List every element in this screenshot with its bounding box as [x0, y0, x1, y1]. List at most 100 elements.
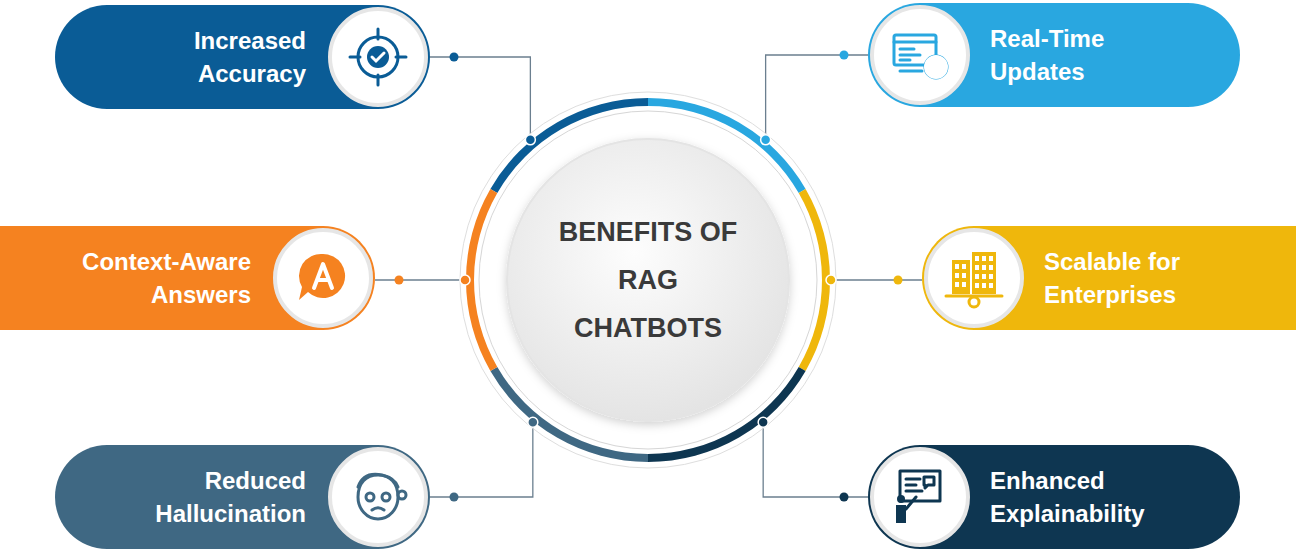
connector-dot	[761, 135, 771, 145]
graphic-part	[925, 56, 947, 78]
leader-connector	[375, 279, 465, 280]
graphic-part	[358, 474, 398, 487]
graphic-part	[330, 9, 426, 105]
connector-dot	[450, 53, 459, 62]
graphic-part	[350, 29, 406, 85]
graphic-part	[989, 265, 993, 270]
graphic-part	[896, 505, 906, 523]
graphic-part	[330, 449, 426, 545]
connector-dot	[525, 135, 535, 145]
benefit-icon	[328, 447, 428, 547]
graphic-part	[989, 256, 993, 261]
graphic-part	[275, 230, 371, 326]
graphic-part	[975, 265, 979, 270]
graphic-part	[989, 283, 993, 288]
hub-title: BENEFITS OF RAG CHATBOTS	[548, 208, 748, 352]
graphic-part	[952, 260, 970, 294]
graphic-part	[900, 471, 940, 509]
graphic-part	[897, 495, 905, 503]
graphic-part	[275, 230, 371, 326]
benefit-pill: Enhanced Explainability	[868, 445, 1240, 549]
benefit-icon	[870, 5, 970, 105]
graphic-part	[989, 274, 993, 279]
graphic-part	[350, 29, 406, 85]
graphic-part	[460, 92, 836, 468]
graphic-part	[872, 7, 968, 103]
graphic-part	[972, 252, 996, 294]
graphic-part	[982, 283, 986, 288]
connector-dot	[450, 493, 459, 502]
connector-dot	[826, 275, 836, 285]
graphic-part	[969, 297, 979, 307]
graphic-part	[962, 282, 966, 287]
graphic-part	[372, 508, 384, 510]
benefit-label: Context-Aware Answers	[66, 245, 251, 311]
leader-connector	[430, 422, 533, 497]
connector-dot	[460, 275, 470, 285]
benefit-label: Real-Time Updates	[990, 22, 1175, 88]
connector-dot	[840, 51, 849, 60]
graphic-part	[507, 139, 789, 421]
graphic-part	[330, 449, 426, 545]
benefit-pill: Reduced Hallucination	[55, 445, 430, 549]
graphic-part	[299, 254, 345, 300]
graphic-part	[924, 55, 948, 79]
benefit-pill: Scalable for Enterprises	[922, 226, 1296, 330]
leader-connector	[430, 57, 530, 140]
graphic-part	[946, 296, 1002, 307]
graphic-part	[894, 35, 947, 78]
benefit-label: Reduced Hallucination	[121, 464, 306, 530]
benefit-label: Scalable for Enterprises	[1044, 245, 1229, 311]
hub-circle: BENEFITS OF RAG CHATBOTS	[465, 97, 831, 463]
graphic-part	[872, 449, 968, 545]
graphic-part	[926, 230, 1022, 326]
graphic-part	[460, 92, 836, 468]
graphic-part	[982, 274, 986, 279]
graphic-part	[975, 274, 979, 279]
connector-dot	[528, 417, 538, 427]
benefit-pill: Increased Accuracy	[55, 5, 430, 109]
benefit-pill: Context-Aware Answers	[0, 226, 375, 330]
graphic-part	[872, 7, 968, 103]
graphic-part	[955, 282, 959, 287]
leader-connector	[831, 279, 922, 280]
graphic-part	[872, 449, 968, 545]
graphic-part	[372, 53, 384, 61]
benefit-icon	[924, 228, 1024, 328]
connector-dot	[395, 276, 404, 285]
graphic-part	[358, 37, 398, 77]
graphic-part	[900, 471, 940, 501]
graphic-part	[955, 264, 959, 269]
benefit-pill: Real-Time Updates	[868, 3, 1240, 107]
leader-connector	[763, 422, 868, 497]
graphic-part	[906, 497, 916, 509]
graphic-part	[479, 111, 817, 449]
graphic-part	[358, 475, 398, 519]
graphic-part	[398, 491, 406, 499]
graphic-part	[358, 474, 406, 519]
graphic-part	[330, 9, 426, 105]
benefit-icon	[870, 447, 970, 547]
benefit-icon	[273, 228, 373, 328]
leader-connector	[766, 55, 868, 140]
connector-dot	[894, 276, 903, 285]
graphic-part	[926, 230, 1022, 326]
benefit-icon	[328, 7, 428, 107]
graphic-part	[367, 46, 389, 68]
graphic-part	[982, 256, 986, 261]
graphic-part	[900, 70, 922, 73]
graphic-part	[975, 283, 979, 288]
connector-dot	[758, 417, 768, 427]
graphic-part	[962, 264, 966, 269]
graphic-part	[366, 493, 374, 501]
graphic-part	[982, 265, 986, 270]
connector-dot	[840, 493, 849, 502]
graphic-part	[314, 264, 332, 288]
graphic-part	[906, 477, 934, 491]
benefit-label: Increased Accuracy	[121, 24, 306, 90]
benefit-label: Enhanced Explainability	[990, 464, 1175, 530]
graphic-part	[962, 273, 966, 278]
graphic-part	[955, 273, 959, 278]
graphic-part	[975, 256, 979, 261]
graphic-part	[382, 493, 390, 501]
